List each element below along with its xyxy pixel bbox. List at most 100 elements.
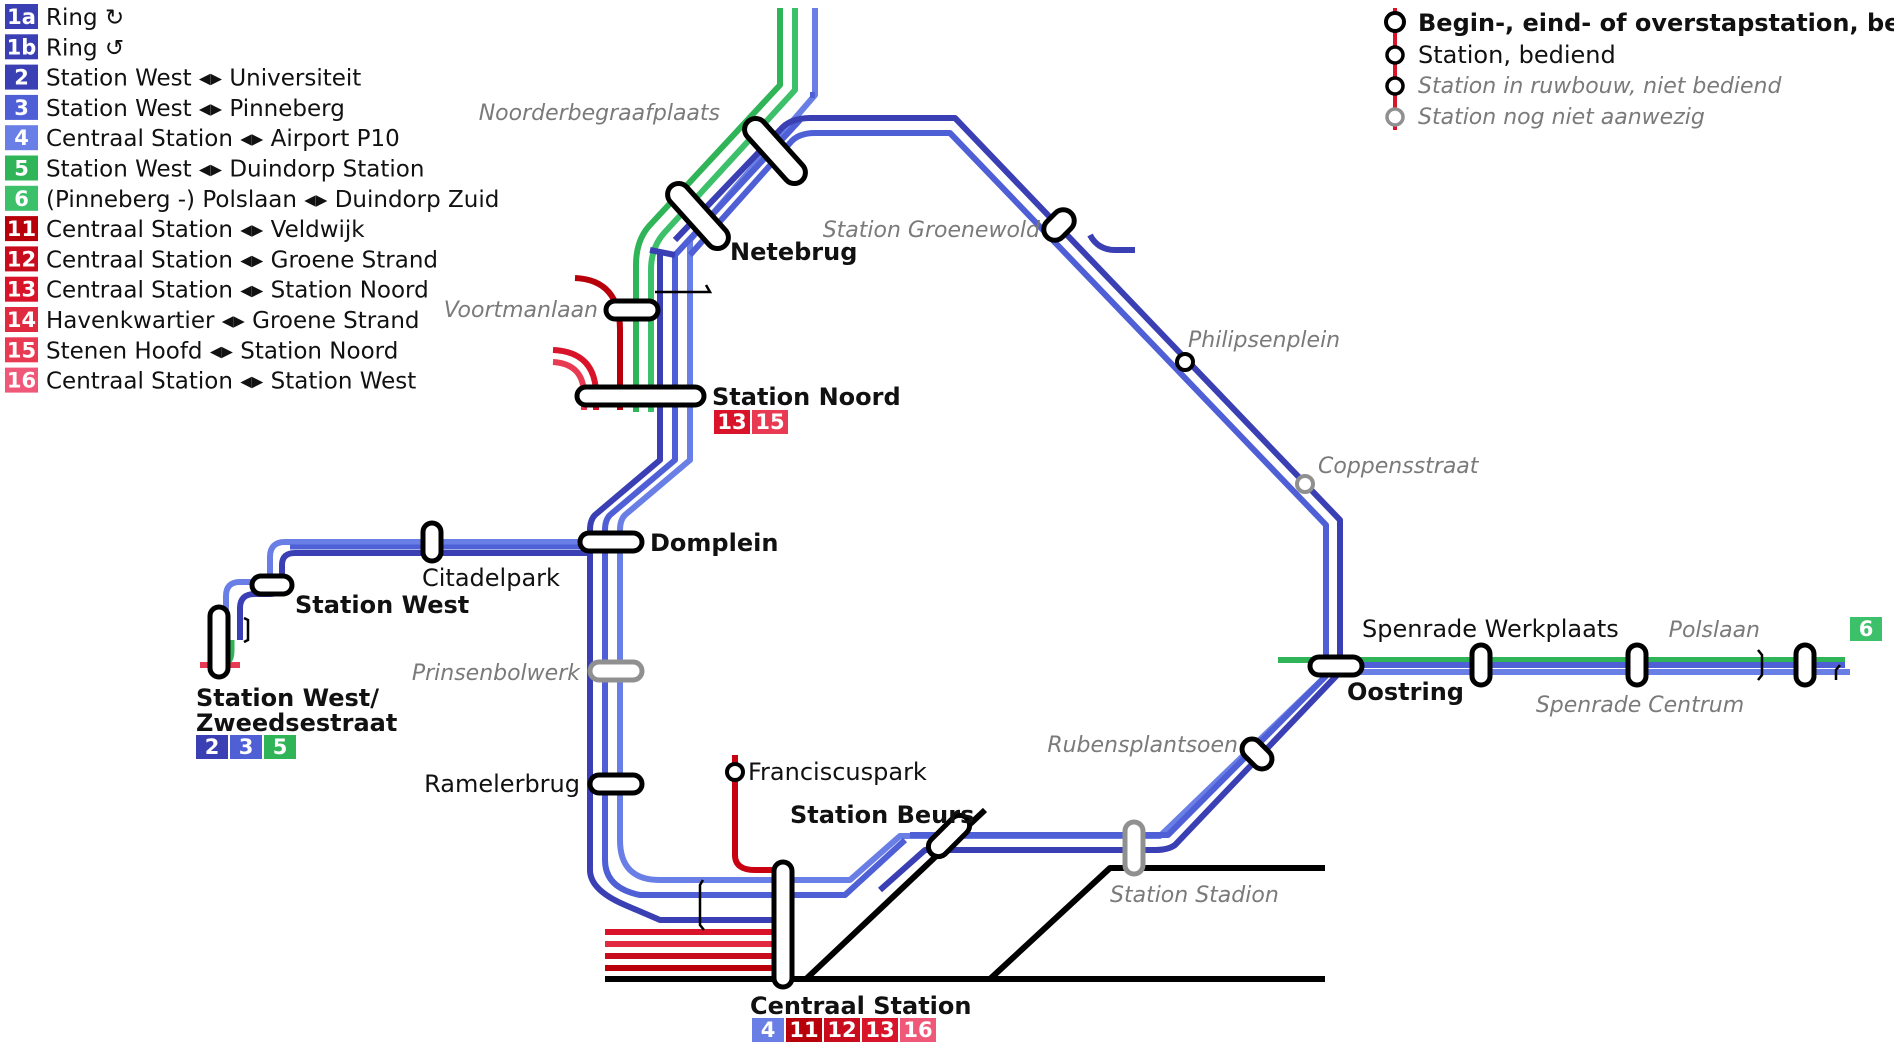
label-polslaan: Polslaan [1669, 618, 1760, 643]
station-route-badge-label: 13 [865, 1018, 894, 1042]
legend-route-number: 15 [7, 338, 36, 362]
label-station-stadion: Station Stadion [1110, 883, 1279, 908]
legend-route-number: 12 [7, 247, 36, 271]
station-marker-spenrade-werkplaats[interactable] [1469, 642, 1493, 688]
line-red-franciscus [732, 755, 785, 873]
station-marker-spenrade-centrum[interactable] [1625, 642, 1649, 688]
station-marker-station-beurs[interactable] [924, 811, 973, 860]
legend-route-number: 4 [14, 126, 29, 150]
legend-route-badge [5, 185, 38, 211]
legend-route-badge [5, 367, 38, 393]
station-route-badge-label: 16 [903, 1018, 932, 1042]
station-route-badge-label: 3 [239, 735, 254, 759]
station-marker-citadelpark[interactable] [420, 520, 444, 564]
line-ring-1a [649, 115, 1343, 658]
label-prinsenbolwerk: Prinsenbolwerk [412, 661, 581, 686]
legend-route-number: 3 [14, 96, 29, 120]
station-labels: Noorderbegraafplaats Netebrug Station Gr… [196, 101, 1760, 1020]
legend-route-item: 16 Centraal Station ◂▸ Station West [5, 367, 416, 395]
label-spenrade-werkplaats: Spenrade Werkplaats [1362, 615, 1619, 643]
label-ramelerbrug: Ramelerbrug [424, 770, 580, 798]
station-marker-oostring[interactable] [1307, 654, 1365, 678]
station-marker-zweedsestraat[interactable] [207, 604, 231, 680]
label-coppensstraat: Coppensstraat [1318, 454, 1480, 479]
line-ring-1a-se [878, 669, 1343, 893]
station-marker-coppensstraat[interactable] [1295, 474, 1315, 494]
station-route-badge-bg [1850, 617, 1882, 641]
station-route-badge-bg [824, 1018, 860, 1042]
legend-route-badge [5, 34, 38, 60]
station-route-badge: 12 [824, 1018, 860, 1042]
station-route-badge: 5 [264, 735, 296, 759]
station-marker-netebrug[interactable] [663, 179, 733, 253]
station-marker-polslaan[interactable] [1793, 642, 1817, 688]
legend-route-item: 6(Pinneberg -) Polslaan ◂▸ Duindorp Zuid [5, 185, 499, 213]
key-planned-icon [1385, 107, 1405, 127]
legend-route-number: 1b [7, 35, 37, 59]
legend-route-label: Centraal Station ◂▸ Veldwijk [46, 217, 365, 243]
station-route-badge-bg [752, 1018, 784, 1042]
station-marker-centraal-station[interactable] [771, 859, 795, 990]
legend-route-label: Centraal Station ◂▸ Station West [46, 369, 416, 395]
station-marker-station-noord[interactable] [574, 384, 707, 408]
legend-route-number: 14 [7, 308, 36, 332]
station-key: Begin-, eind- of overstapstation, bedien… [1384, 8, 1894, 130]
station-route-badge: 2 [196, 735, 228, 759]
key-construction-label: Station in ruwbouw, niet bediend [1418, 74, 1782, 99]
key-terminal-label: Begin-, eind- of overstapstation, bedien… [1418, 9, 1894, 37]
station-marker-franciscuspark[interactable] [725, 762, 745, 782]
station-route-badge-label: 6 [1859, 617, 1874, 641]
station-route-badge-label: 13 [717, 410, 746, 434]
legend-route-number: 1a [7, 5, 36, 29]
label-station-groenewold: Station Groenewold [823, 218, 1041, 243]
legend-route-badge [5, 307, 38, 332]
station-route-badge: 16 [900, 1018, 936, 1042]
station-route-badge-bg [786, 1018, 822, 1042]
station-marker-philipsenplein[interactable] [1175, 352, 1195, 372]
label-voortmanlaan: Voortmanlaan [444, 298, 598, 323]
label-station-noord: Station Noord [712, 383, 901, 411]
label-zweedsestraat-1: Station West/ [196, 684, 379, 712]
line-green-6 [648, 8, 798, 412]
station-route-badge-bg [230, 735, 262, 759]
station-marker-ramelerbrug[interactable] [587, 772, 645, 796]
label-spenrade-centrum: Spenrade Centrum [1536, 693, 1744, 718]
station-marker-domplein[interactable] [577, 530, 645, 554]
station-route-badge-label: 11 [789, 1018, 818, 1042]
station-marker-station-west[interactable] [249, 573, 295, 597]
legend-route-badge [5, 216, 38, 242]
station-marker-groenewold[interactable] [1039, 205, 1079, 245]
station-route-badge-label: 4 [761, 1018, 776, 1042]
station-route-badge: 4 [752, 1018, 784, 1042]
station-marker-station-stadion[interactable] [1122, 819, 1146, 877]
legend-route-number: 16 [7, 369, 36, 393]
key-construction-icon [1385, 76, 1405, 96]
station-marker-voortmanlaan[interactable] [603, 298, 661, 322]
station-marker-rubensplantsoen[interactable] [1238, 735, 1276, 773]
key-terminal-icon [1384, 11, 1406, 33]
legend-route-label: Stenen Hoofd ◂▸ Station Noord [46, 338, 398, 364]
legend-route-label: Station West ◂▸ Duindorp Station [46, 157, 424, 183]
legend-route-badge [5, 276, 38, 302]
station-marker-noorderbegraafplaats[interactable] [740, 114, 810, 188]
bracket-polslaan [1757, 649, 1764, 681]
station-marker-prinsenbolwerk[interactable] [587, 659, 645, 683]
legend-route-badge [5, 246, 38, 272]
label-noorderbegraafplaats: Noorderbegraafplaats [479, 101, 720, 126]
line-green-5 [633, 8, 783, 412]
station-route-badge-bg [752, 410, 788, 434]
legend-route-label: Centraal Station ◂▸ Airport P10 [46, 126, 400, 152]
station-route-badge-bg [196, 735, 228, 759]
blue-lines [223, 8, 1850, 923]
legend-route-label: Station West ◂▸ Pinneberg [46, 96, 345, 122]
